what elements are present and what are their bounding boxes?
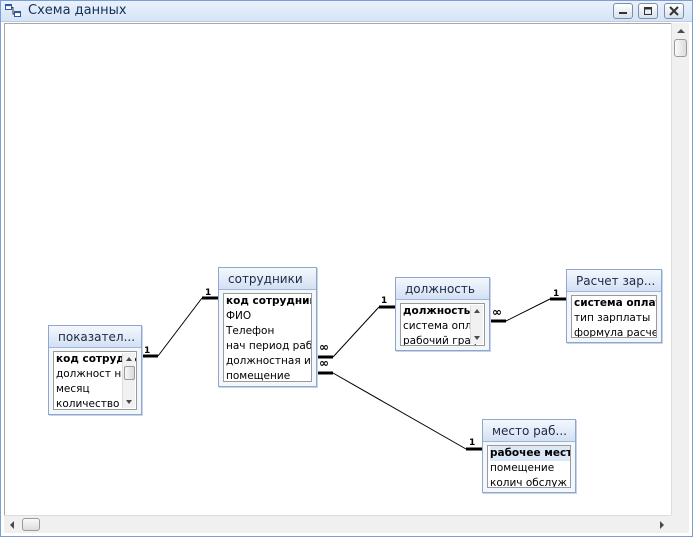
table-title[interactable]: показател...	[49, 326, 141, 348]
table-raschet[interactable]: Расчет зар... система оплаты тип зарплат…	[566, 269, 662, 343]
cardinality-one-label: 1	[205, 288, 212, 298]
field-list[interactable]: код сотрудника ФИО Телефон нач период ра…	[223, 293, 312, 382]
field-item[interactable]: код сотрудника	[226, 295, 311, 307]
field-item[interactable]: количество о	[56, 398, 130, 410]
field-item[interactable]: система оплаты	[574, 297, 656, 309]
field-item[interactable]: помещение	[226, 370, 291, 382]
cardinality-one-label: 1	[144, 346, 151, 356]
field-list[interactable]: система оплаты тип зарплаты формула расч…	[571, 295, 657, 338]
close-button[interactable]	[664, 3, 684, 19]
field-item[interactable]: должност на	[56, 368, 128, 380]
field-item[interactable]: должностная инс	[226, 355, 311, 367]
title-bar[interactable]: Схема данных	[1, 1, 692, 22]
horizontal-scroll-thumb[interactable]	[22, 518, 40, 531]
field-item[interactable]: Телефон	[226, 325, 275, 337]
scroll-up-icon[interactable]	[474, 309, 480, 313]
cardinality-many-label: ∞	[492, 305, 502, 319]
field-item[interactable]: должность н	[403, 305, 482, 317]
table-dolzhnost[interactable]: должность должность н система опла рабоч…	[395, 277, 490, 351]
table-sotrudniki[interactable]: сотрудники код сотрудника ФИО Телефон на…	[218, 267, 317, 387]
cardinality-one-label: 1	[553, 289, 560, 299]
cardinality-many-label: ∞	[319, 356, 329, 370]
scroll-down-icon[interactable]	[126, 400, 132, 404]
field-item[interactable]: ФИО	[226, 310, 252, 322]
cardinality-one-label: 1	[381, 296, 388, 306]
cardinality-one-label: 1	[469, 438, 476, 448]
vertical-scrollbar[interactable]	[671, 23, 689, 515]
field-list[interactable]: рабочее место помещение колич обслуж ст	[487, 445, 571, 488]
scroll-right-icon[interactable]	[660, 521, 664, 529]
minimize-button[interactable]	[613, 3, 633, 19]
relationships-icon	[5, 4, 21, 18]
field-list[interactable]: код сотрудни должност на месяц количеств…	[53, 351, 137, 410]
minimize-icon	[619, 12, 627, 14]
field-list-scrollbar[interactable]	[470, 305, 483, 344]
field-item[interactable]: формула расчета	[574, 327, 657, 338]
vertical-scroll-thumb[interactable]	[674, 39, 687, 57]
scroll-left-icon[interactable]	[10, 521, 14, 529]
table-title[interactable]: должность	[396, 278, 489, 300]
field-item[interactable]: колич обслуж ст	[490, 477, 570, 488]
field-item[interactable]: месяц	[56, 383, 90, 395]
field-item[interactable]: рабочее место	[490, 446, 570, 461]
field-list-scrollbar[interactable]	[122, 353, 135, 408]
scroll-up-icon[interactable]	[677, 29, 685, 33]
field-item[interactable]: нач период работ	[226, 340, 312, 352]
table-title[interactable]: место раб...	[483, 420, 575, 442]
table-title[interactable]: Расчет зар...	[567, 270, 661, 292]
scroll-down-icon[interactable]	[474, 336, 480, 340]
field-list[interactable]: должность н система опла рабочий граф	[400, 303, 485, 346]
close-icon	[669, 6, 679, 16]
table-mesto[interactable]: место раб... рабочее место помещение кол…	[482, 419, 576, 493]
field-item[interactable]: код сотрудни	[56, 353, 137, 365]
horizontal-scrollbar[interactable]	[4, 515, 671, 533]
size-grip	[671, 515, 689, 533]
restore-icon	[644, 7, 652, 15]
table-title[interactable]: сотрудники	[219, 268, 316, 290]
scroll-thumb[interactable]	[124, 366, 135, 380]
field-item[interactable]: система опла	[403, 320, 479, 332]
field-item[interactable]: помещение	[490, 462, 555, 474]
restore-button[interactable]	[638, 3, 658, 19]
window-title: Схема данных	[28, 3, 127, 18]
cardinality-many-label: ∞	[319, 340, 329, 354]
scroll-up-icon[interactable]	[126, 357, 132, 361]
field-item[interactable]: рабочий граф	[403, 335, 480, 346]
field-item[interactable]: тип зарплаты	[574, 312, 651, 324]
table-pokazateli[interactable]: показател... код сотрудни должност на ме…	[48, 325, 142, 415]
